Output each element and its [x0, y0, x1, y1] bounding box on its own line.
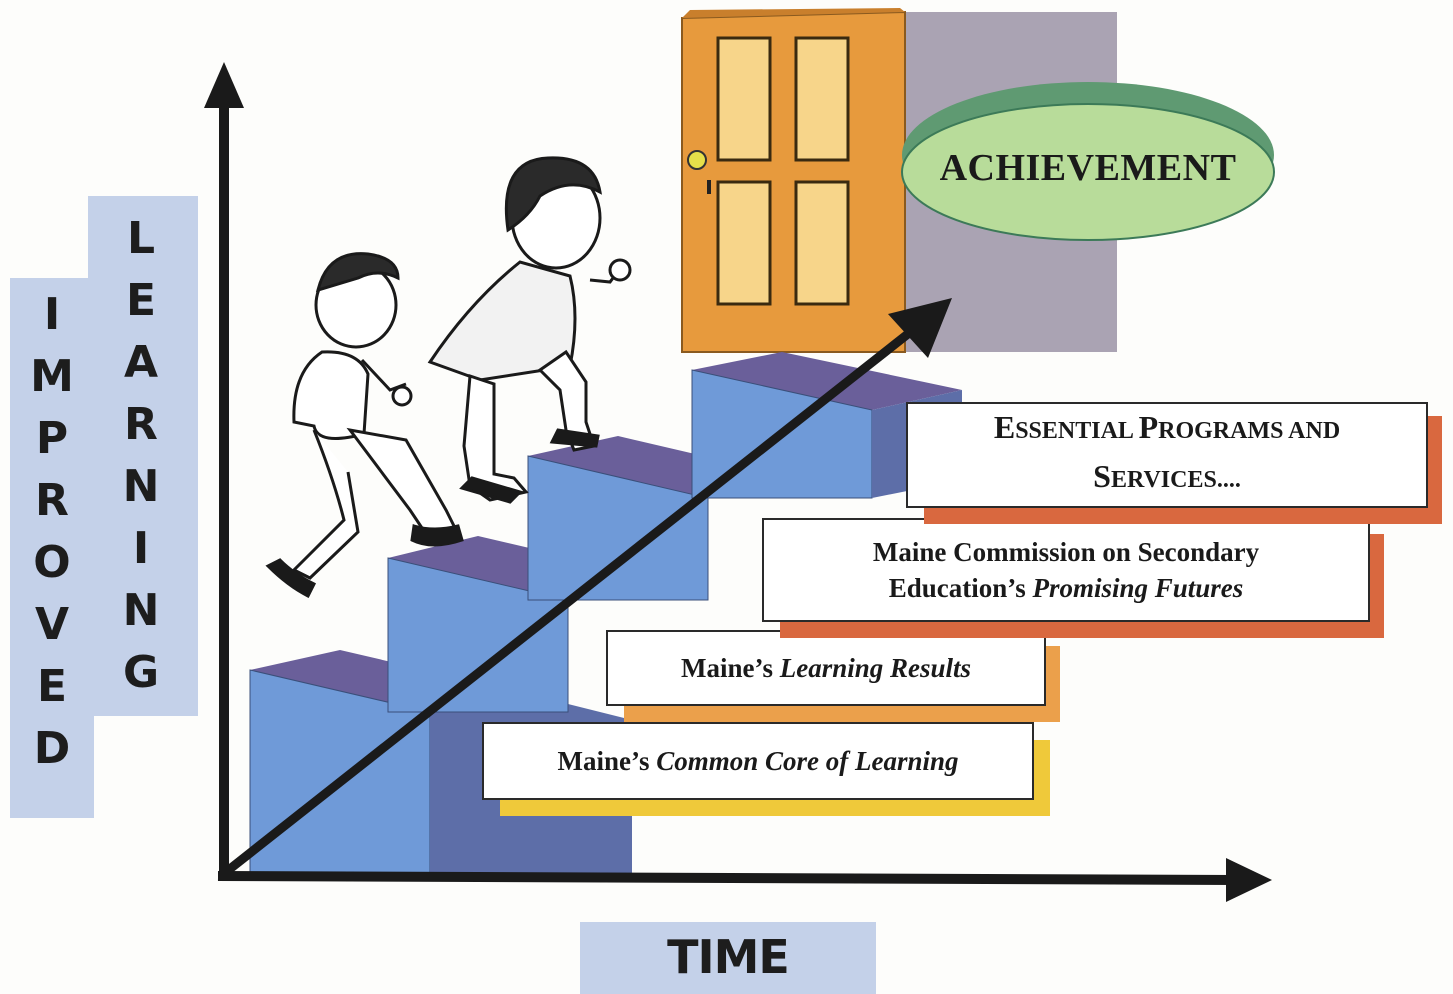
x-axis-label: TIME [667, 930, 790, 984]
y-letter: R [124, 399, 158, 450]
small-caps-initial: S [1093, 458, 1111, 494]
milestone-line: SERVICES.... [1093, 455, 1241, 504]
y-letter: G [122, 647, 160, 698]
y-letter: N [122, 585, 160, 636]
y-letter: N [122, 461, 160, 512]
milestone-essential-programs: ESSENTIAL PROGRAMS AND SERVICES.... [906, 402, 1428, 508]
girl-illustration [427, 156, 632, 504]
milestone-text: Maine’s [557, 745, 657, 776]
milestone-line: Maine’s Common Core of Learning [557, 746, 958, 777]
progress-arrow [223, 298, 952, 876]
y-letter: V [34, 599, 70, 650]
milestone-italic-text: Learning Results [779, 652, 972, 683]
small-caps-initial: E [993, 409, 1016, 445]
boy-illustration [265, 252, 464, 599]
y-letter: E [125, 275, 157, 326]
y-axis-label-improved: I M P R O V E D [22, 284, 82, 780]
small-caps-text: ROGRAMS AND [1158, 418, 1341, 444]
small-caps-initial: P [1138, 409, 1159, 445]
y-letter: M [30, 351, 74, 402]
milestone-common-core: Maine’s Common Core of Learning [482, 722, 1034, 800]
milestone-promising-futures: Maine Commission on Secondary Education’… [762, 518, 1370, 622]
door [681, 8, 906, 353]
y-letter: E [36, 661, 68, 712]
y-letter: O [33, 537, 71, 588]
x-label-panel [580, 922, 876, 994]
y-letter: I [132, 523, 150, 574]
milestone-line: Education’s Promising Futures [889, 570, 1244, 606]
y-letter: I [43, 289, 61, 340]
milestone-line: Maine Commission on Secondary [872, 537, 1260, 567]
small-caps-text: ERVICES.... [1110, 467, 1241, 493]
small-caps-text: SSENTIAL [1015, 418, 1139, 444]
y-axis-label-learning: L E A R N I N G [110, 208, 172, 704]
milestone-text: Maine’s [680, 652, 780, 683]
milestone-learning-results: Maine’s Learning Results [606, 630, 1046, 706]
y-letter: D [33, 723, 71, 774]
y-letter: R [35, 475, 69, 526]
achievement-label: ACHIEVEMENT [939, 147, 1237, 189]
achievement-oval [901, 82, 1275, 241]
door-knob-icon [687, 150, 707, 170]
y-label-panel-improved [10, 278, 94, 818]
y-letter: L [126, 213, 156, 264]
axes [204, 62, 1272, 902]
y-letter: P [35, 413, 69, 464]
milestone-line: Maine’s Learning Results [681, 653, 971, 684]
milestone-italic-text: Promising Futures [1032, 573, 1244, 603]
milestone-italic-text: Common Core of Learning [656, 745, 959, 776]
milestone-line: ESSENTIAL PROGRAMS AND [994, 406, 1340, 455]
milestone-text: Education’s [888, 573, 1033, 603]
y-letter: A [123, 337, 159, 388]
y-label-panel-learning [88, 196, 198, 716]
